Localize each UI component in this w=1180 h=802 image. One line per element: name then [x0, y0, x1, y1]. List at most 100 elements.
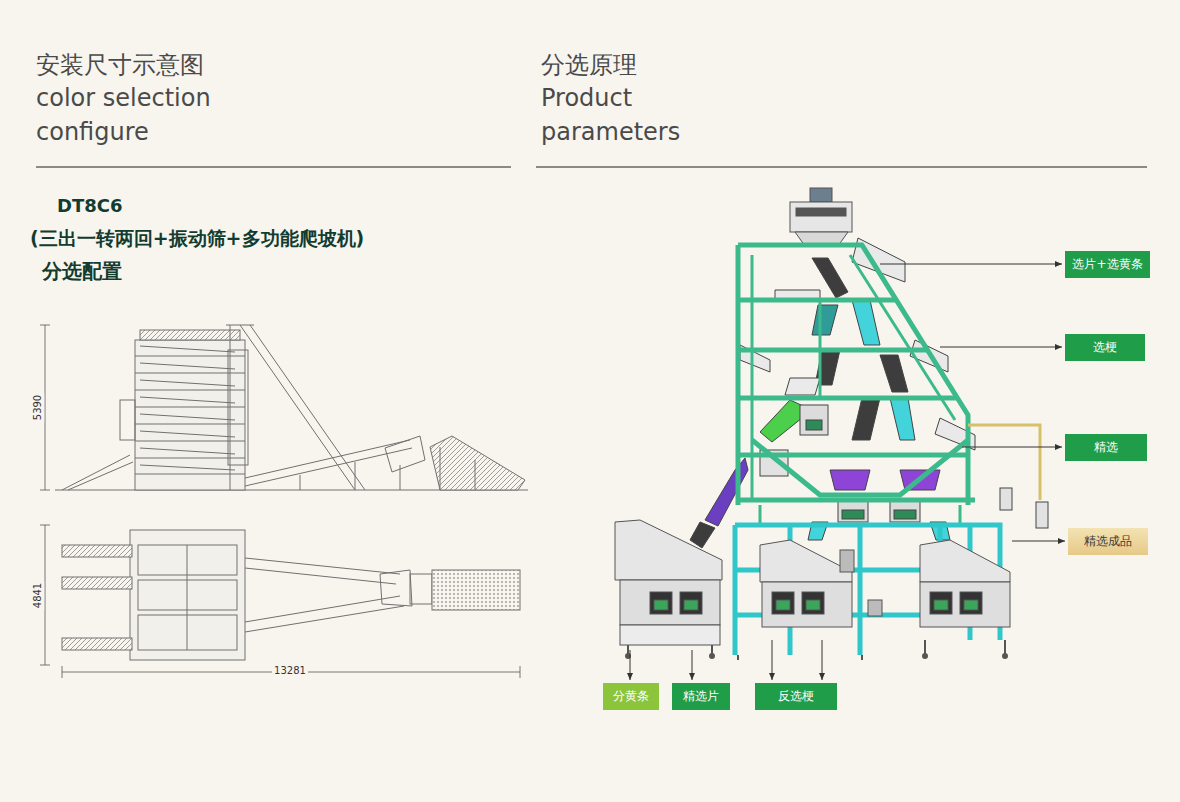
green-frame-part [738, 498, 975, 503]
elevation-view-part [250, 325, 365, 490]
elevation-view-part [226, 325, 254, 326]
dimension-lines-part [45, 325, 46, 490]
machine-feet-part [626, 654, 630, 658]
plan-view-part [62, 545, 132, 557]
bottom-sorters-part [650, 592, 672, 614]
sorter-chutes-part [812, 305, 838, 335]
config-title: 分选配置 [42, 259, 122, 284]
callout-text: 精选 [1094, 439, 1118, 456]
model-name: DT8C6 [57, 194, 122, 217]
plan-view-part [130, 530, 245, 660]
green-frame-part [738, 453, 968, 458]
top-hopper-part [810, 188, 832, 202]
bottom-sorters-part [920, 582, 1010, 627]
bottom-sorters-part [615, 520, 722, 580]
machine-feet-part [923, 654, 927, 658]
callout-text: 分黄条 [613, 688, 649, 705]
bottom-sorters [615, 520, 1010, 645]
green-frame-part [738, 245, 968, 505]
green-frame-part [752, 440, 968, 495]
plan-view-part [380, 570, 412, 606]
sorter-chutes-part [806, 420, 822, 430]
bottom-sorters-part [620, 580, 720, 625]
bottom-sorters-part [680, 592, 702, 614]
sorter-chutes-part [690, 522, 715, 548]
machine-feet-part [1003, 654, 1007, 658]
dimension-lines-part [62, 666, 63, 678]
sorter-chutes-part [830, 470, 870, 490]
top-hopper-part [790, 202, 852, 232]
machine-feet-part [710, 654, 714, 658]
sorter-chutes-part [800, 405, 828, 435]
bottom-sorters-part [776, 600, 790, 610]
elevation-view-part [385, 436, 425, 472]
bottom-sorters-part [620, 625, 720, 645]
sorter-chutes-part [838, 500, 868, 522]
top-hopper [790, 188, 852, 246]
callout-text: 选片+选黄条 [1072, 256, 1142, 273]
leader-lines-part [772, 640, 773, 680]
leader-lines-part [822, 640, 823, 680]
elevation-view-part [355, 462, 356, 490]
sorter-chutes-part [1000, 488, 1012, 510]
elevation-view-part [140, 330, 240, 340]
dimension-lines-part [40, 525, 50, 526]
leader-lines-part [692, 650, 693, 680]
green-frame-part [819, 300, 822, 398]
sorter-chutes-part [890, 398, 915, 440]
sorter-chutes-part [880, 355, 908, 392]
sorter-chutes-part [785, 378, 820, 395]
plan-view-part [245, 558, 400, 574]
side-pipe [968, 425, 1040, 500]
section-heading: 分选原理 [541, 48, 637, 82]
elevation-view-part [228, 350, 248, 465]
dimension-value: 4841 [31, 580, 44, 609]
plan-view [62, 530, 520, 660]
elevation-view-part [230, 325, 231, 490]
sorter-chutes-part [890, 500, 920, 522]
dimension-value: 5390 [31, 392, 44, 421]
callout-box: 分黄条 [603, 683, 659, 710]
config-description: (三出一转两回+振动筛+多功能爬坡机) [30, 226, 364, 250]
elevation-view-part [68, 462, 133, 490]
bottom-sorters-part [960, 592, 982, 614]
leader-lines-part [630, 650, 631, 680]
callout-box: 精选片 [672, 683, 730, 710]
callout-box: 反选梗 [755, 683, 837, 710]
side-pipe-part [968, 425, 1040, 500]
sorter-chutes-part [842, 510, 864, 519]
callout-text: 精选成品 [1084, 533, 1132, 550]
callout-box: 选片+选黄条 [1065, 251, 1150, 278]
bottom-sorters-part [840, 550, 854, 572]
bottom-sorters-part [654, 600, 668, 610]
callout-text: 选梗 [1093, 339, 1117, 356]
elevation-view-part [475, 460, 476, 490]
plan-view-part [62, 577, 132, 589]
elevation-view-part [300, 475, 301, 490]
sorter-chutes-part [852, 300, 880, 345]
callout-box: 精选成品 [1068, 528, 1148, 555]
section-subheading: Product parameters [541, 81, 691, 149]
plan-view-part [410, 574, 432, 604]
elevation-view-part [400, 465, 401, 490]
plan-view-part [62, 638, 132, 650]
sorter-chutes-part [705, 458, 748, 526]
bottom-sorters-part [920, 540, 1010, 582]
green-frame-part [738, 348, 927, 353]
elevation-view-part [62, 455, 130, 490]
green-frame-part [760, 505, 960, 525]
callout-box: 选梗 [1065, 334, 1145, 361]
dimension-lines-part [520, 666, 521, 678]
header-rules-part [536, 166, 1147, 168]
leader-lines-part [962, 447, 1062, 448]
plan-view-part [245, 606, 404, 632]
plan-view-part [432, 570, 520, 610]
bottom-sorters-part [806, 600, 820, 610]
machine-feet-part [628, 640, 1005, 660]
top-hopper-part [796, 208, 846, 216]
bottom-sorters-part [868, 600, 882, 616]
green-frame-part [738, 298, 896, 303]
green-frame-part [751, 255, 754, 500]
plan-view-part [187, 545, 188, 650]
bottom-sorters-part [934, 600, 948, 610]
